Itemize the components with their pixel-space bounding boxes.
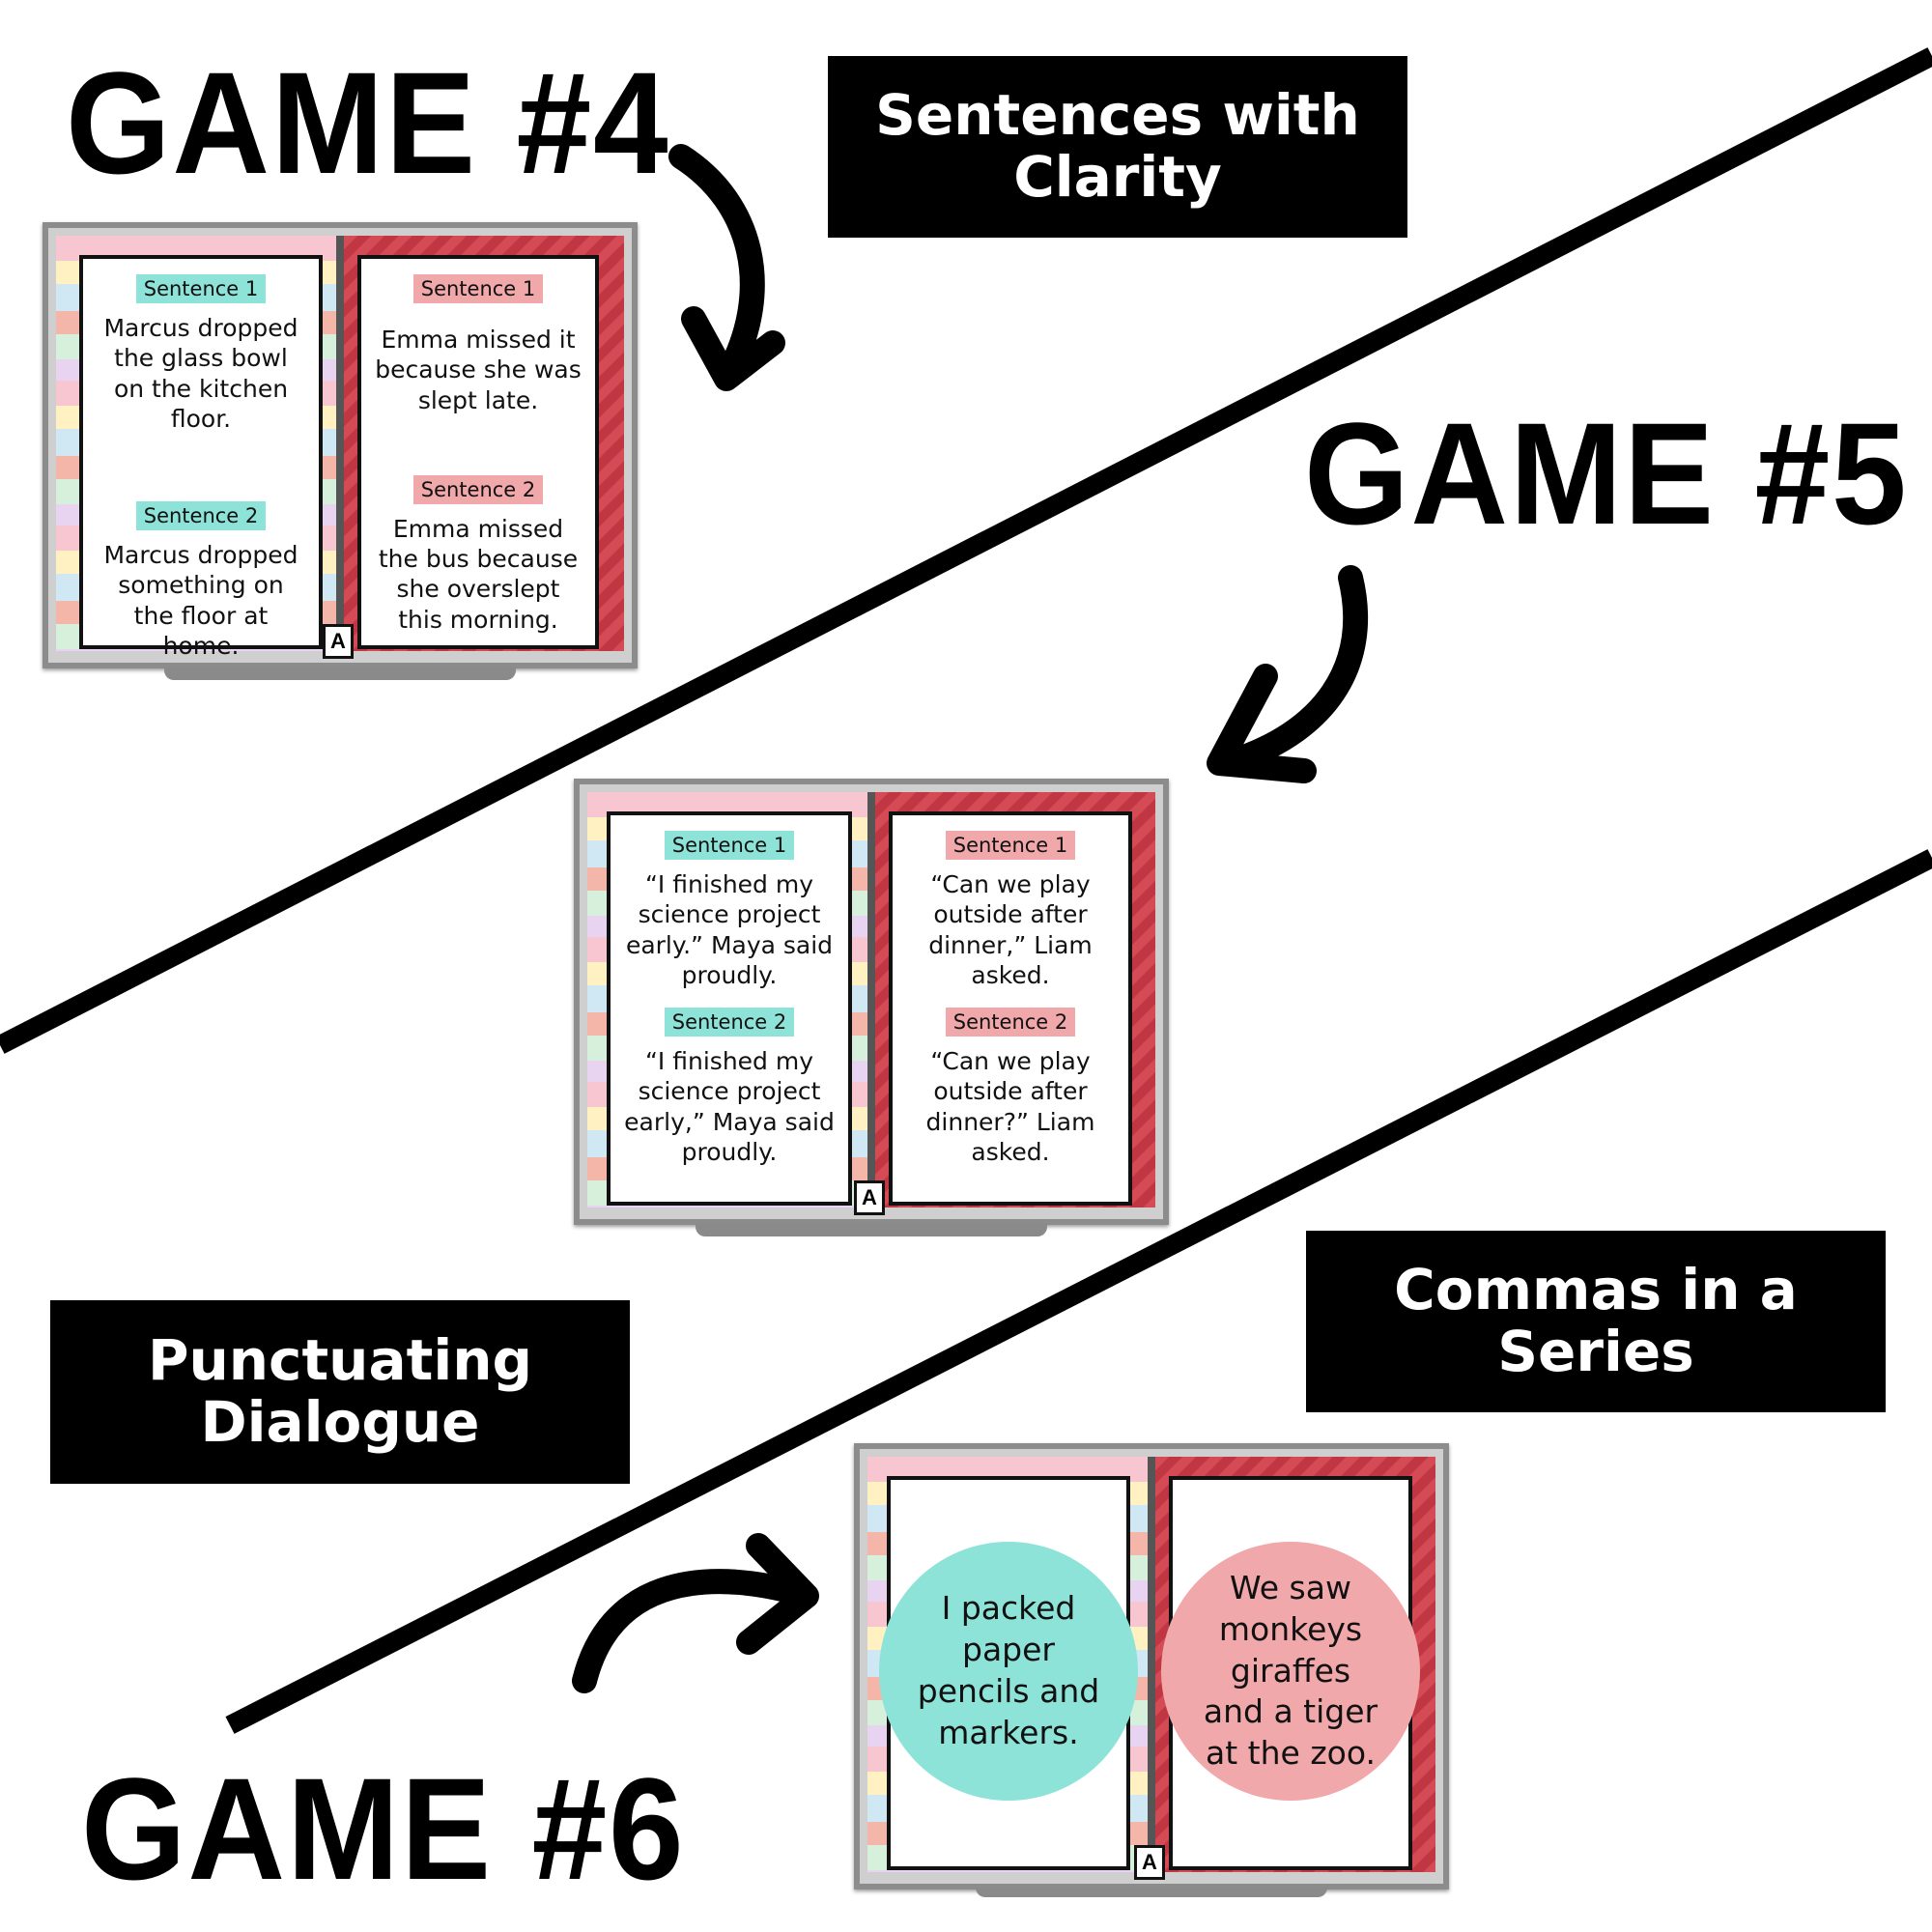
- game5-right-card: Sentence 1 “Can we play outside after di…: [889, 811, 1132, 1206]
- game6-board: I packed paper pencils and markers. We s…: [854, 1443, 1449, 1889]
- game4-board: Sentence 1 Marcus dropped the glass bowl…: [43, 222, 638, 668]
- sentence-tag: Sentence 1: [945, 831, 1076, 860]
- sentence-tag: Sentence 2: [945, 1008, 1076, 1037]
- sentence-text: “Can we play outside after dinner?” Liam…: [925, 1047, 1095, 1166]
- game6-right-panel: We saw monkeys giraffes and a tiger at t…: [1155, 1457, 1435, 1872]
- game5-right-panel: Sentence 1 “Can we play outside after di…: [875, 792, 1155, 1208]
- game6-label: Commas in a Series: [1306, 1231, 1886, 1412]
- game5-label: Punctuating Dialogue: [50, 1300, 630, 1484]
- game4-board-tray: [164, 667, 516, 680]
- answer-circle-pink: We saw monkeys giraffes and a tiger at t…: [1161, 1542, 1420, 1801]
- game6-left-panel: I packed paper pencils and markers.: [867, 1457, 1148, 1872]
- sentence-tag: Sentence 2: [412, 474, 544, 504]
- arrow-game6: [572, 1533, 819, 1693]
- arrow-game4: [668, 144, 785, 391]
- divider-line-1: [0, 47, 1932, 1054]
- game5-left-panel: Sentence 1 “I finished my science projec…: [587, 792, 867, 1208]
- sentence-text: Marcus dropped the glass bowl on the kit…: [103, 314, 298, 433]
- game4-label: Sentences with Clarity: [828, 56, 1407, 238]
- game5-left-card: Sentence 1 “I finished my science projec…: [607, 811, 852, 1206]
- sentence-text: Emma missed it because she was slept lat…: [375, 326, 582, 414]
- answer-badge: A: [323, 624, 354, 659]
- game4-title: GAME #4: [66, 42, 670, 204]
- arrow-game5: [1207, 565, 1369, 783]
- sentence-tag: Sentence 1: [664, 831, 795, 860]
- game4-left-card: Sentence 1 Marcus dropped the glass bowl…: [79, 255, 323, 660]
- answer-circle-teal: I packed paper pencils and markers.: [879, 1542, 1138, 1801]
- sentence-text: “I finished my science project early,” M…: [624, 1047, 835, 1166]
- game5-board-tray: [696, 1223, 1047, 1236]
- sentence-text: “Can we play outside after dinner,” Liam…: [928, 870, 1093, 989]
- sentence-text: Marcus dropped something on the floor at…: [103, 541, 298, 660]
- sentence-tag: Sentence 2: [135, 501, 267, 530]
- game5-title: GAME #5: [1304, 392, 1909, 554]
- sentence-text: Emma missed the bus because she overslep…: [378, 514, 579, 634]
- answer-badge: A: [854, 1180, 885, 1215]
- game4-right-panel: Sentence 1 Emma missed it because she wa…: [344, 236, 624, 651]
- sentence-tag: Sentence 1: [412, 274, 544, 303]
- game6-board-tray: [976, 1888, 1327, 1897]
- game4-left-panel: Sentence 1 Marcus dropped the glass bowl…: [56, 236, 336, 660]
- answer-badge: A: [1134, 1845, 1165, 1880]
- sentence-tag: Sentence 2: [664, 1008, 795, 1037]
- sentence-text: “I finished my science project early.” M…: [625, 870, 834, 989]
- game4-right-card: Sentence 1 Emma missed it because she wa…: [357, 255, 599, 649]
- sentence-tag: Sentence 1: [135, 274, 267, 303]
- game6-title: GAME #6: [81, 1747, 686, 1910]
- divider-line-2: [225, 849, 1932, 1734]
- game5-board: Sentence 1 “I finished my science projec…: [574, 779, 1169, 1225]
